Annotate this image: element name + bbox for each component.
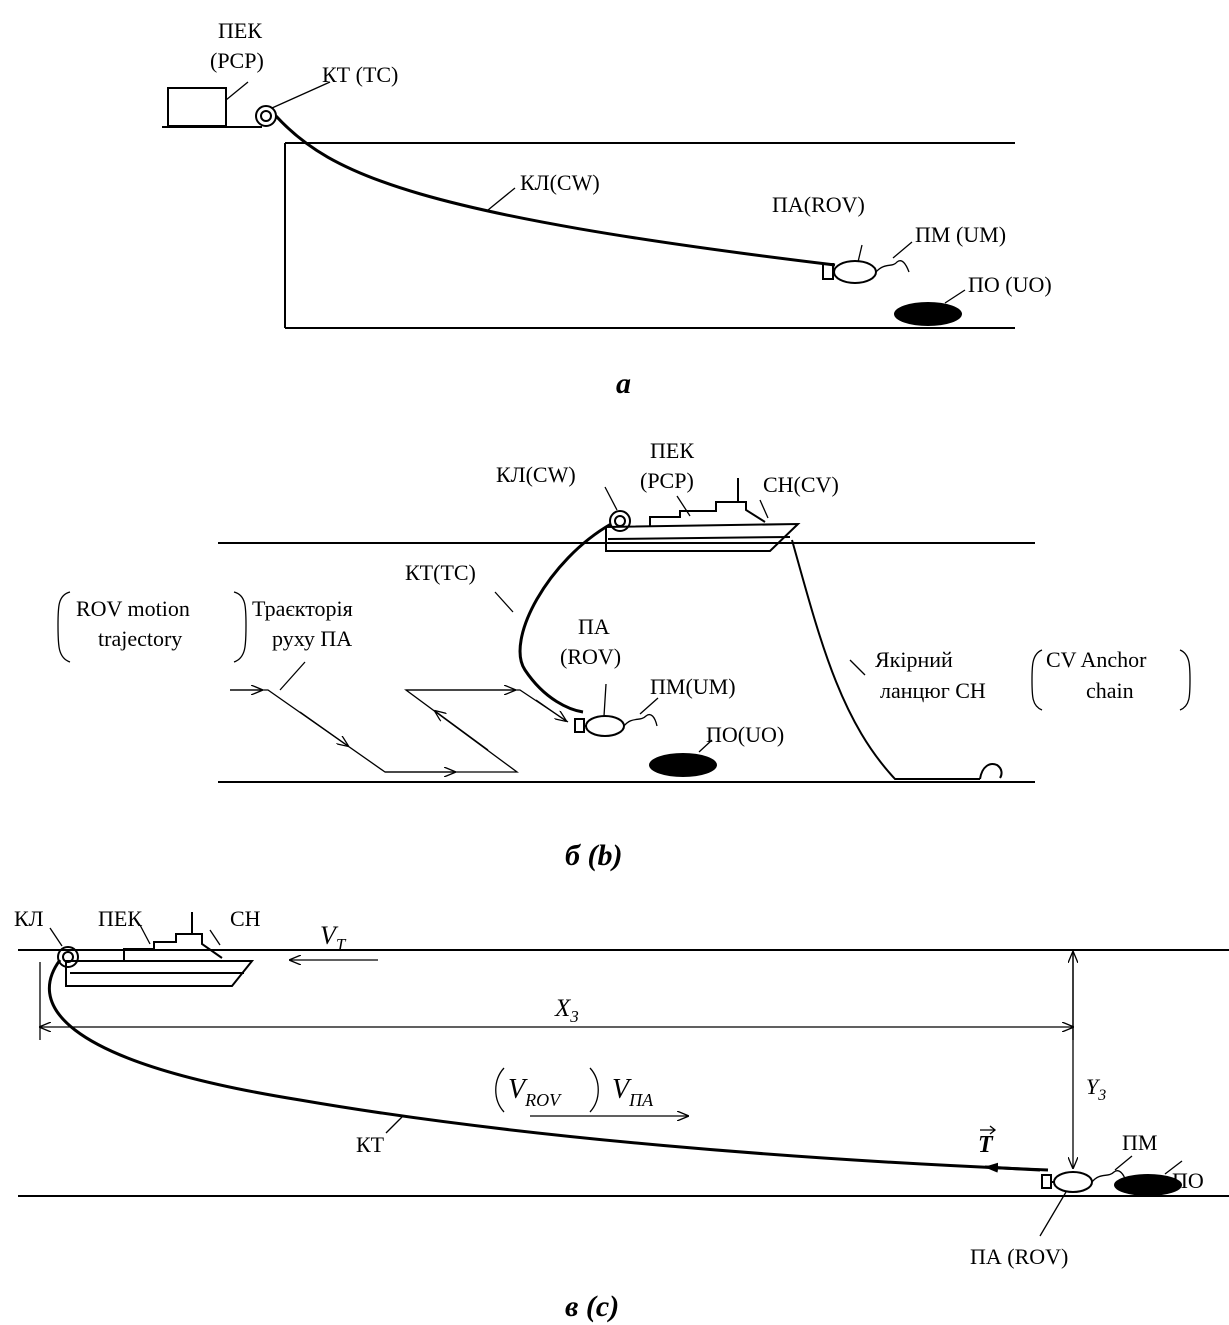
- label-cw: КЛ(CW): [496, 462, 576, 487]
- tether-cable: [274, 114, 836, 267]
- rov-vehicle: [1041, 1170, 1127, 1193]
- svg-text:T: T: [978, 1132, 994, 1158]
- anchor: [979, 763, 1003, 780]
- label-traj-en-line2: trajectory: [98, 626, 182, 651]
- caption-b: б (b): [565, 839, 622, 872]
- caption-a: а: [616, 367, 631, 400]
- label-pcp: ПЕК: [98, 906, 142, 931]
- label-pcp-line2: (PCP): [640, 468, 694, 493]
- label-anchor-en-line1: CV Anchor: [1046, 647, 1147, 672]
- control-post-box: [167, 87, 227, 127]
- label-rov-line2: (ROV): [560, 644, 621, 669]
- label-um: ПМ: [1122, 1130, 1157, 1155]
- label-anchor-uk-line2: ланцюг СН: [880, 678, 986, 703]
- rov-vehicle: [822, 260, 910, 284]
- label-rov-line1: ПА: [578, 614, 610, 639]
- manipulator: [1091, 1170, 1127, 1183]
- cable-drum: [57, 946, 79, 968]
- label-cv: СН(CV): [763, 472, 839, 497]
- cable-drum: [609, 510, 631, 532]
- label-vpa: VПА: [612, 1074, 654, 1110]
- underwater-object: [894, 302, 962, 326]
- manipulator: [623, 713, 658, 727]
- tension-vector: [984, 1162, 1041, 1173]
- rov-trajectory: [230, 690, 569, 772]
- label-traj-uk-line1: Траєкторія: [252, 596, 353, 621]
- cable-drum: [255, 105, 277, 127]
- caption-c: в (c): [565, 1290, 619, 1323]
- label-uo: ПО(UO): [706, 722, 784, 747]
- manipulator: [875, 260, 910, 273]
- carrier-vessel: [605, 478, 801, 552]
- label-um: ПМ (UM): [915, 222, 1006, 247]
- label-t-vector: T: [978, 1125, 997, 1158]
- label-cv: СН: [230, 906, 261, 931]
- label-traj-en-line1: ROV motion: [76, 596, 190, 621]
- label-anchor-uk-line1: Якірний: [875, 647, 953, 672]
- label-uo: ПО (UO): [968, 272, 1052, 297]
- anchor-bracket: [1031, 649, 1191, 711]
- panel-a: ПЕК (PCP) КТ (TC) КЛ(CW) ПА(ROV) ПМ (UM)…: [162, 18, 1052, 400]
- label-tc: КТ: [356, 1132, 385, 1157]
- label-anchor-en-line2: chain: [1086, 678, 1134, 703]
- label-rov: ПА(ROV): [772, 192, 865, 217]
- svg-text:VROV: VROV: [508, 1074, 562, 1110]
- panel-c: КЛ ПЕК СН VT X3 Y3 VROV VПА T КТ ПМ ПО П…: [14, 906, 1229, 1323]
- soil-marks: [127, 1205, 1178, 1225]
- tether-cable: [47, 959, 1049, 1172]
- label-rov: ПА (ROV): [970, 1244, 1068, 1269]
- shore: [162, 126, 1015, 329]
- underwater-object: [1114, 1174, 1182, 1196]
- label-tc: КТ(ТС): [405, 560, 476, 585]
- label-pcp-line1: ПЕК: [650, 438, 694, 463]
- underwater-object: [649, 753, 717, 777]
- tether-cable: [518, 522, 612, 714]
- label-cw: КЛ(CW): [520, 170, 600, 195]
- anchor-chain: [791, 539, 980, 780]
- trajectory-bracket: [57, 591, 247, 663]
- label-vrov: VROV: [495, 1067, 599, 1113]
- label-um: ПМ(UM): [650, 674, 736, 699]
- carrier-vessel: [65, 912, 255, 987]
- soil-marks: [239, 790, 998, 810]
- label-pcp-line2: (PCP): [210, 48, 264, 73]
- label-traj-uk-line2: руху ПА: [272, 626, 352, 651]
- panel-b: КЛ(CW) ПЕК (PCP) СН(CV) КТ(ТС) ROV motio…: [57, 438, 1191, 872]
- label-x3: X3: [554, 995, 579, 1026]
- label-y3: Y3: [1086, 1074, 1106, 1104]
- label-vt: VT: [320, 921, 347, 954]
- soil-marks: [195, 135, 951, 355]
- label-cw: КЛ: [14, 906, 44, 931]
- label-tc: КТ (TC): [322, 62, 398, 87]
- label-pcp-line1: ПЕК: [218, 18, 262, 43]
- label-uo: ПО: [1172, 1168, 1204, 1193]
- rov-vehicle: [574, 713, 658, 737]
